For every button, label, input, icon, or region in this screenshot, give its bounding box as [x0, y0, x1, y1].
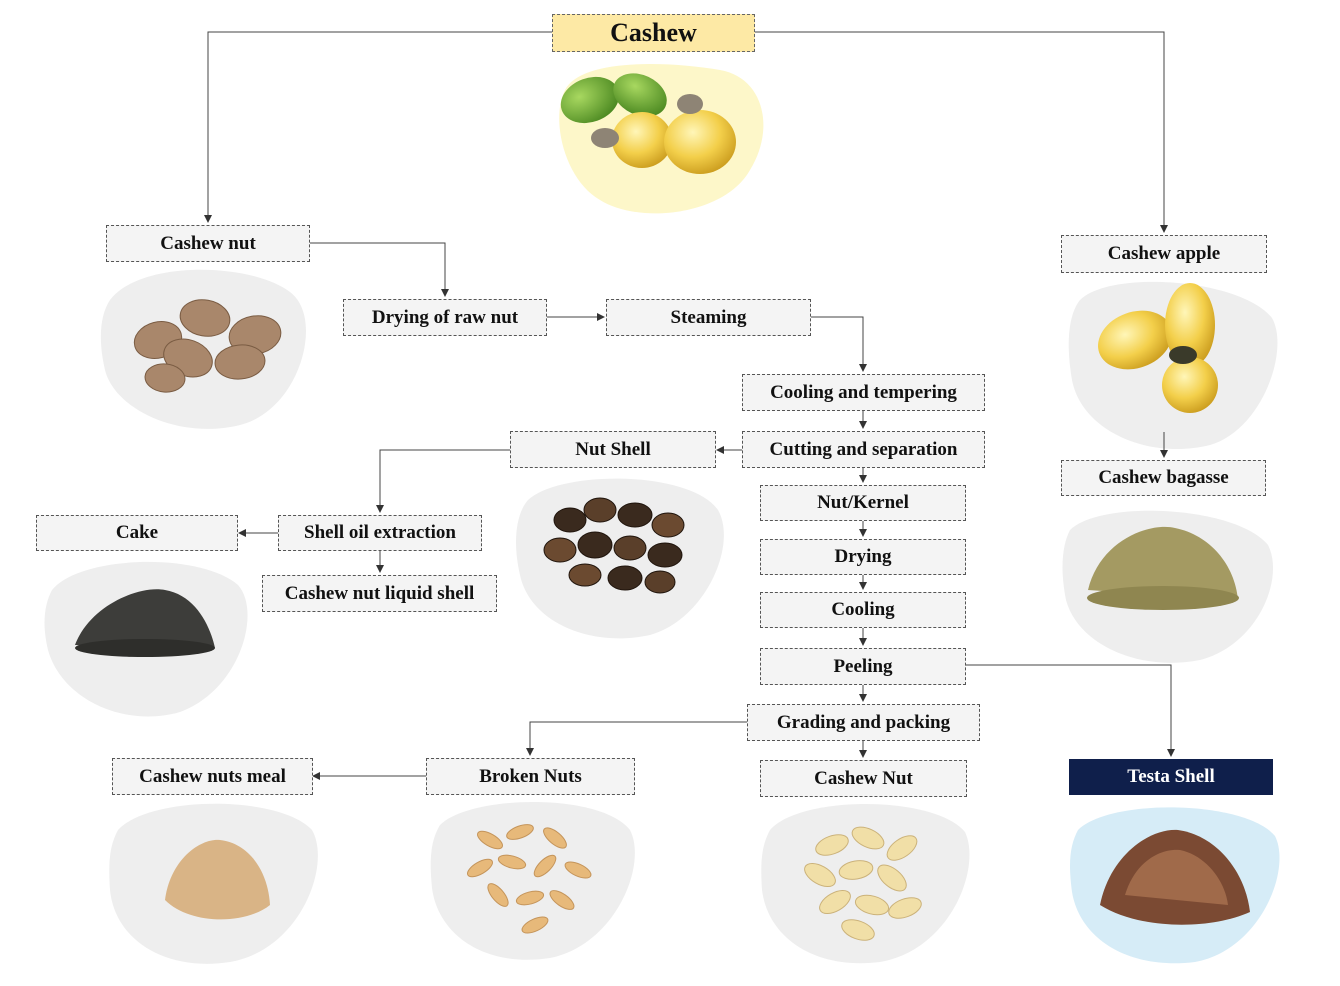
node-grading-packing: Grading and packing	[747, 704, 980, 741]
link-grading-to-broken	[526, 721, 748, 756]
node-nut-kernel: Nut/Kernel	[760, 485, 966, 521]
node-cashew-apple: Cashew apple	[1061, 235, 1267, 273]
cake-powder-photo	[75, 589, 215, 657]
node-shell-oil-extraction: Shell oil extraction	[278, 515, 482, 551]
link-peeling-to-testa	[965, 664, 1175, 757]
link-cashew-to-apple	[754, 31, 1168, 233]
link-cashew-to-nut	[204, 31, 553, 223]
node-cashew-nut-product: Cashew Nut	[760, 760, 967, 797]
node-cooling: Cooling	[760, 592, 966, 628]
cashew-apple-photo	[1098, 283, 1218, 413]
node-cashew: Cashew	[552, 14, 755, 52]
node-cashew-nuts-meal: Cashew nuts meal	[112, 758, 313, 795]
cashew-kernels-photo	[804, 826, 922, 941]
link-nut-to-drying	[309, 242, 449, 297]
bagasse-photo	[1087, 526, 1239, 610]
node-broken-nuts: Broken Nuts	[426, 758, 635, 795]
link-steaming-to-cooling-tempering	[810, 316, 867, 372]
node-cnsl: Cashew nut liquid shell	[262, 575, 497, 612]
shells-blob	[516, 478, 724, 639]
node-cooling-tempering: Cooling and tempering	[742, 374, 985, 411]
nuts-meal-photo	[165, 839, 270, 920]
node-drying-raw-nut: Drying of raw nut	[343, 299, 547, 336]
cashew-fruit-photo	[560, 73, 736, 174]
node-cashew-nut: Cashew nut	[106, 225, 310, 262]
node-peeling: Peeling	[760, 648, 966, 685]
node-steaming: Steaming	[606, 299, 811, 336]
raw-cashew-nuts-photo	[133, 299, 282, 393]
node-cutting-separation: Cutting and separation	[742, 431, 985, 468]
broken-nuts-photo	[467, 824, 592, 934]
node-nut-shell: Nut Shell	[510, 431, 716, 468]
node-cake: Cake	[36, 515, 238, 551]
nut-shell-photo	[543, 497, 685, 594]
testa-shell-photo	[1100, 829, 1250, 925]
kernels-blob	[761, 803, 970, 964]
connectors	[204, 31, 1175, 780]
node-cashew-bagasse: Cashew bagasse	[1061, 460, 1266, 496]
broken-blob	[430, 801, 635, 960]
node-testa-shell: Testa Shell	[1069, 759, 1273, 795]
link-nut-shell-to-oil	[376, 449, 510, 513]
node-drying: Drying	[760, 539, 966, 575]
